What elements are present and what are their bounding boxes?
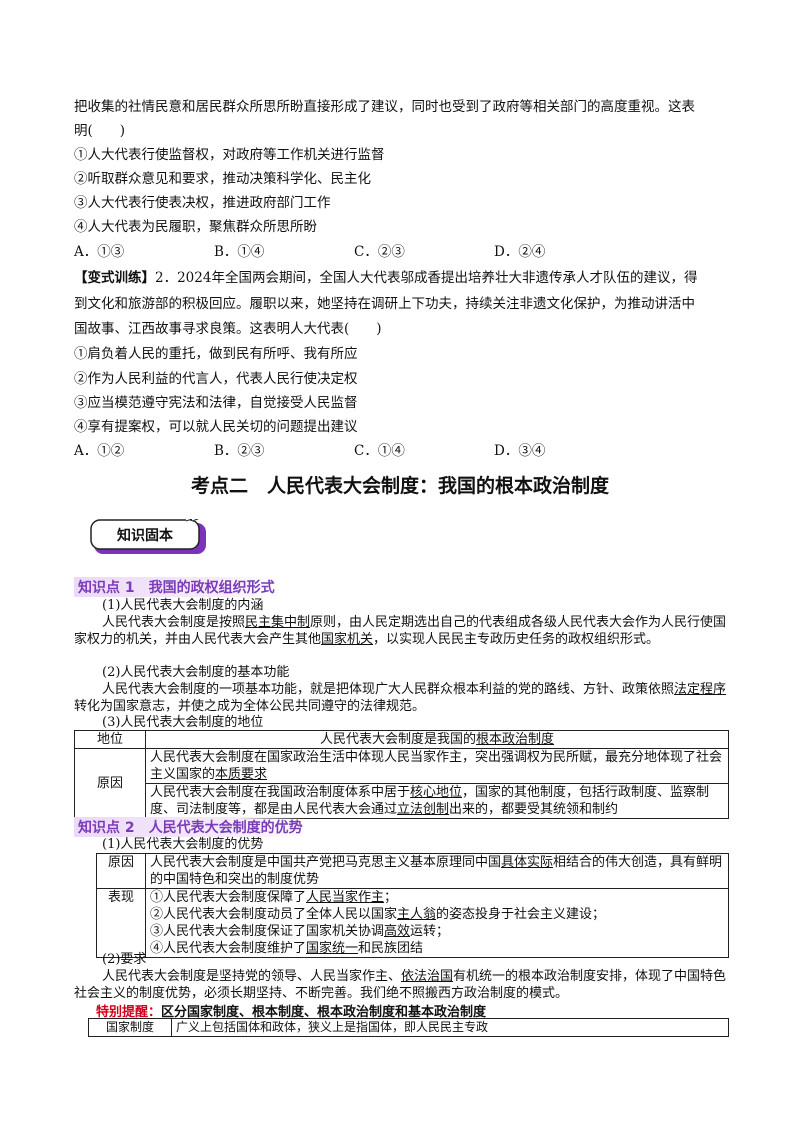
perf2-text-a: ②人民代表大会制度动员了全体人民以国家	[150, 907, 398, 922]
q2-option-b[interactable]: B．②③	[214, 443, 265, 459]
q2-option-c[interactable]: C．①④	[354, 443, 405, 459]
performance-4: ④人民代表大会制度维护了国家统一和民族团结	[150, 940, 724, 957]
q1-statement-4: ④人大代表为民履职，聚焦群众所思所盼	[74, 219, 317, 235]
q2-option-d[interactable]: D．③④	[494, 443, 546, 459]
reason2-key-2: 立法创制	[397, 802, 450, 817]
q2-statement-4: ④享有提案权，可以就人民关切的问题提出建议	[74, 419, 358, 435]
reason2-text-c: 出来的，都要受其统领和制约	[449, 802, 619, 817]
kp1-sub2: (2)人民代表大会制度的基本功能	[102, 665, 290, 680]
perf4-text-a: ④人民代表大会制度维护了	[150, 941, 307, 956]
q1-stem-line1: 把收集的社情民意和居民群众所思所盼直接形成了建议，同时也受到了政府等相关部门的高…	[74, 99, 695, 115]
reason2-key-1: 核心地位	[410, 785, 463, 800]
cell-k2-reason: 人民代表大会制度是中国共产党把马克思主义基本原理同中国具体实际相结合的伟大创造，…	[145, 853, 729, 889]
cell-yuanyin: 原因	[74, 748, 146, 819]
perf4-text-b: 和民族团结	[358, 941, 424, 956]
section-title: 考点二 人民代表大会制度：我国的根本政治制度	[190, 475, 609, 497]
kp2-sub2: (2)要求	[102, 952, 147, 967]
perf3-key: 高效	[384, 924, 411, 939]
cell-guojia-zhidu: 国家制度	[88, 1018, 172, 1037]
kp1-p2-key: 法定程序	[674, 682, 727, 697]
reminder-label: 特别提醒：	[96, 1005, 162, 1020]
q1-option-c[interactable]: C．②③	[354, 244, 405, 260]
cell-reason-1: 人民代表大会制度在国家政治生活中体现人民当家作主，突出强调权为民所赋，最充分地体…	[145, 748, 729, 784]
cell-k2-yuanyin: 原因	[96, 853, 146, 889]
kp1-para1: 人民代表大会制度是按照民主集中制原则，由人民定期选出自己的代表组成各级人民代表大…	[74, 614, 729, 648]
kp1-p1-key-1: 民主集中制	[245, 615, 311, 630]
kp1-sub3: (3)人民代表大会制度的地位	[102, 715, 264, 730]
performance-3: ③人民代表大会制度保证了国家机关协调高效运转；	[150, 923, 724, 940]
q2-options: A．①② B．②③ C．①④ D．③④	[74, 441, 545, 461]
kp2-p2-key: 依法治国	[401, 969, 454, 984]
q2-stem-text1: 2．2024年全国两会期间，全国人大代表邬成香提出培养壮大非遗传承人才队伍的建议…	[155, 270, 698, 286]
q2-statement-1: ①肩负着人民的重托，做到民有所呼、我有所应	[74, 346, 358, 362]
performance-2: ②人民代表大会制度动员了全体人民以国家主人翁的姿态投身于社会主义建设；	[150, 906, 724, 923]
special-reminder: 特别提醒：区分国家制度、根本制度、根本政治制度和基本政治制度	[96, 1001, 486, 1020]
kp2-p2-text-b: 有机统一的根本政治制度安排，体现了中国特色社会主义的制度优势，必须长期坚持、不断…	[74, 969, 727, 1001]
reason2-text-b: ，国家的其他制度，包括行政制度、监察制度、司法制度等，都是由人民代表大会通过	[150, 785, 710, 817]
kp2-title: 知识点 2 人民代表大会制度的优势	[74, 817, 307, 837]
k2-reason-key: 具体实际	[501, 855, 554, 870]
q2-statement-3: ③应当模范遵守宪法和法律，自觉接受人民监督	[74, 395, 358, 411]
reason1-text: 人民代表大会制度在国家政治生活中体现人民当家作主，突出强调权为民所赋，最充分地体…	[150, 750, 723, 782]
kp2-advantage-table: 原因 人民代表大会制度是中国共产党把马克思主义基本原理同中国具体实际相结合的伟大…	[96, 853, 729, 958]
kp2-para2: 人民代表大会制度是坚持党的领导、人民当家作主、依法治国有机统一的根本政治制度安排…	[74, 968, 729, 1002]
system-compare-table: 国家制度 广义上包括国体和政体，狭义上是指国体，即人民民主专政	[88, 1018, 729, 1037]
k2-reason-text-b: 相结合的伟大创造，具有鲜明的中国特色和突出的制度优势	[150, 855, 723, 887]
kp1-p1-text-a: 人民代表大会制度是按照	[102, 615, 246, 630]
reason2-text-a: 人民代表大会制度在我国政治制度体系中居于	[150, 785, 411, 800]
perf1-text-a: ①人民代表大会制度保障了	[150, 890, 307, 905]
perf3-text-a: ③人民代表大会制度保证了国家机关协调	[150, 924, 385, 939]
q1-stem-line2: 明( )	[74, 123, 126, 139]
diwei-key: 根本政治制度	[476, 732, 555, 747]
perf4-key: 国家统一	[306, 941, 359, 956]
kp1-status-table: 地位 人民代表大会制度是我国的根本政治制度 原因 人民代表大会制度在国家政治生活…	[74, 730, 729, 819]
reason1-key: 本质要求	[215, 767, 268, 782]
kp2-sub1: (1)人民代表大会制度的优势	[102, 837, 264, 852]
perf1-key: 人民当家作主	[306, 890, 385, 905]
q1-option-d[interactable]: D．②④	[494, 244, 546, 260]
kp2-p2-text-a: 人民代表大会制度是坚持党的领导、人民当家作主、	[102, 969, 402, 984]
q1-option-a[interactable]: A．①③	[74, 244, 125, 260]
perf3-text-b: 运转；	[410, 924, 450, 939]
q1-options: A．①③ B．①④ C．②③ D．②④	[74, 242, 545, 262]
kp1-p1-text-b: 原则，由人民定期选出自己的代表组成各级人民代表大会作为人民行使国家权力的机关，并…	[74, 615, 727, 647]
q1-option-b[interactable]: B．①④	[214, 244, 265, 260]
cell-k2-performance: ①人民代表大会制度保障了人民当家作主； ②人民代表大会制度动员了全体人民以国家主…	[145, 888, 729, 958]
perf1-text-b: ；	[384, 890, 398, 905]
kp1-p1-text-c: ，以实现人民民主专政历史任务的政权组织形式。	[373, 632, 660, 647]
k2-reason-text-a: 人民代表大会制度是中国共产党把马克思主义基本原理同中国	[150, 855, 502, 870]
performance-1: ①人民代表大会制度保障了人民当家作主；	[150, 889, 724, 906]
cell-reason-2: 人民代表大会制度在我国政治制度体系中居于核心地位，国家的其他制度，包括行政制度、…	[145, 783, 729, 819]
kp1-p2-text-a: 人民代表大会制度的一项基本功能，就是把体现广大人民群众根本利益的党的路线、方针、…	[102, 682, 675, 697]
cell-diwei-value: 人民代表大会制度是我国的根本政治制度	[145, 730, 729, 749]
perf2-key: 主人翁	[397, 907, 437, 922]
q1-statement-2: ②听取群众意见和要求，推动决策科学化、民主化	[74, 171, 371, 187]
cell-k2-biaoxian: 表现	[96, 888, 146, 958]
kp1-title: 知识点 1 我国的政权组织形式	[74, 577, 279, 597]
cell-diwei: 地位	[74, 730, 146, 749]
knowledge-badge: 知识固本	[90, 519, 206, 554]
perf2-text-b: 的姿态投身于社会主义建设；	[436, 907, 606, 922]
q2-stem-line2: 到文化和旅游部的积极回应。履职以来，她坚持在调研上下功夫，持续关注非遗文化保护，…	[74, 296, 695, 312]
q2-statement-2: ②作为人民利益的代言人，代表人民行使决定权	[74, 371, 358, 387]
kp1-p2-text-b: 转化为国家意志，并使之成为全体公民共同遵守的法律规范。	[74, 699, 426, 714]
q2-stem-line1: 【变式训练】2．2024年全国两会期间，全国人大代表邬成香提出培养壮大非遗传承人…	[74, 268, 697, 288]
badge-label: 知识固本	[117, 527, 174, 544]
diwei-text: 人民代表大会制度是我国的	[319, 732, 476, 747]
q2-stem-line3: 国故事、江西故事寻求良策。这表明人大代表( )	[74, 321, 382, 337]
q1-statement-3: ③人大代表行使表决权，推进政府部门工作	[74, 195, 331, 211]
cell-guojia-zhidu-desc: 广义上包括国体和政体，狭义上是指国体，即人民民主专政	[171, 1018, 729, 1037]
kp1-sub1: (1)人民代表大会制度的内涵	[102, 598, 264, 613]
kp1-p1-key-2: 国家机关	[321, 632, 374, 647]
q1-statement-1: ①人大代表行使监督权，对政府等工作机关进行监督	[74, 147, 385, 163]
q2-option-a[interactable]: A．①②	[74, 443, 125, 459]
kp1-para2: 人民代表大会制度的一项基本功能，就是把体现广大人民群众根本利益的党的路线、方针、…	[74, 681, 729, 715]
reminder-text: 区分国家制度、根本制度、根本政治制度和基本政治制度	[161, 1005, 487, 1020]
q2-tag: 【变式训练】	[74, 270, 155, 286]
